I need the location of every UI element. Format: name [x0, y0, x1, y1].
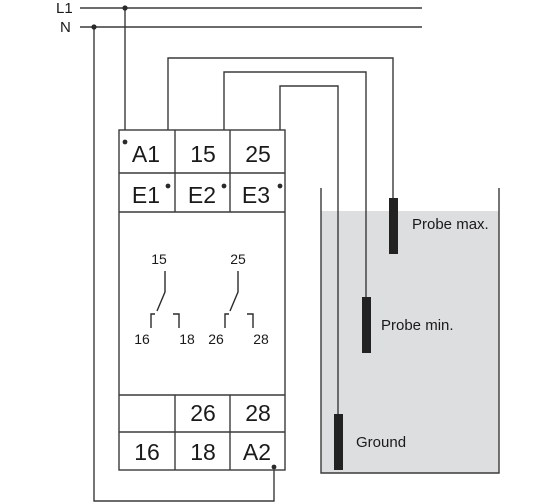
contact-1: 15 16 18: [134, 251, 195, 347]
terminal-e3: E3: [242, 182, 270, 208]
wire-e2-probe-min: [223, 71, 367, 298]
probe-max-label: Probe max.: [412, 216, 489, 233]
n-label: N: [60, 19, 71, 36]
ground-rod: [334, 414, 343, 470]
probe-min-label: Probe min.: [381, 317, 454, 334]
junction-l1: [122, 5, 128, 11]
junction-n: [91, 24, 97, 30]
terminal-28: 28: [245, 400, 271, 426]
contact2-nc-terminal: [224, 313, 229, 328]
terminal-labels: A1 15 25 E1 E2 E3 26 28 16 18 A2: [132, 141, 271, 465]
dot-a1: [122, 139, 128, 145]
wire-n-a2: [93, 27, 275, 502]
contact2-common-lever: [229, 271, 239, 312]
contact1-common-lever: [156, 271, 166, 312]
contact1-no-terminal: [173, 313, 180, 328]
terminal-26: 26: [190, 400, 216, 426]
terminal-a1: A1: [132, 141, 160, 167]
contact1-no-label: 18: [179, 331, 195, 347]
dot-e2: [221, 183, 227, 189]
dot-e1: [165, 183, 171, 189]
relay-housing: [118, 129, 286, 471]
terminal-a2: A2: [243, 439, 271, 465]
contact2-no-terminal: [247, 313, 254, 328]
terminal-16: 16: [134, 439, 160, 465]
contact1-nc-label: 16: [134, 331, 150, 347]
terminal-18: 18: [190, 439, 216, 465]
l1-label: L1: [56, 0, 73, 17]
contact2-nc-label: 26: [208, 331, 224, 347]
contact-2: 25 26 28: [208, 251, 269, 347]
contact1-common-label: 15: [151, 251, 167, 267]
contact1-nc-terminal: [150, 313, 155, 328]
terminal-25: 25: [245, 141, 271, 167]
dot-a2: [271, 464, 277, 470]
contact2-no-label: 28: [253, 331, 269, 347]
terminal-15: 15: [190, 141, 216, 167]
wire-e1-probe-max: [167, 57, 394, 200]
terminal-e1: E1: [132, 182, 160, 208]
contact2-common-label: 25: [230, 251, 246, 267]
relay-outline: [118, 129, 286, 471]
probe-min-rod: [362, 297, 371, 353]
tank: [320, 188, 500, 474]
ground-label: Ground: [356, 434, 406, 451]
tank-walls: [320, 188, 500, 474]
connection-dots: [91, 5, 283, 470]
terminal-e2: E2: [188, 182, 216, 208]
probe-max-rod: [389, 198, 398, 254]
supply-lines: L1 N: [56, 0, 422, 36]
probes: Probe max. Probe min. Ground: [334, 198, 489, 470]
dot-e3: [277, 183, 283, 189]
liquid: [321, 211, 499, 473]
